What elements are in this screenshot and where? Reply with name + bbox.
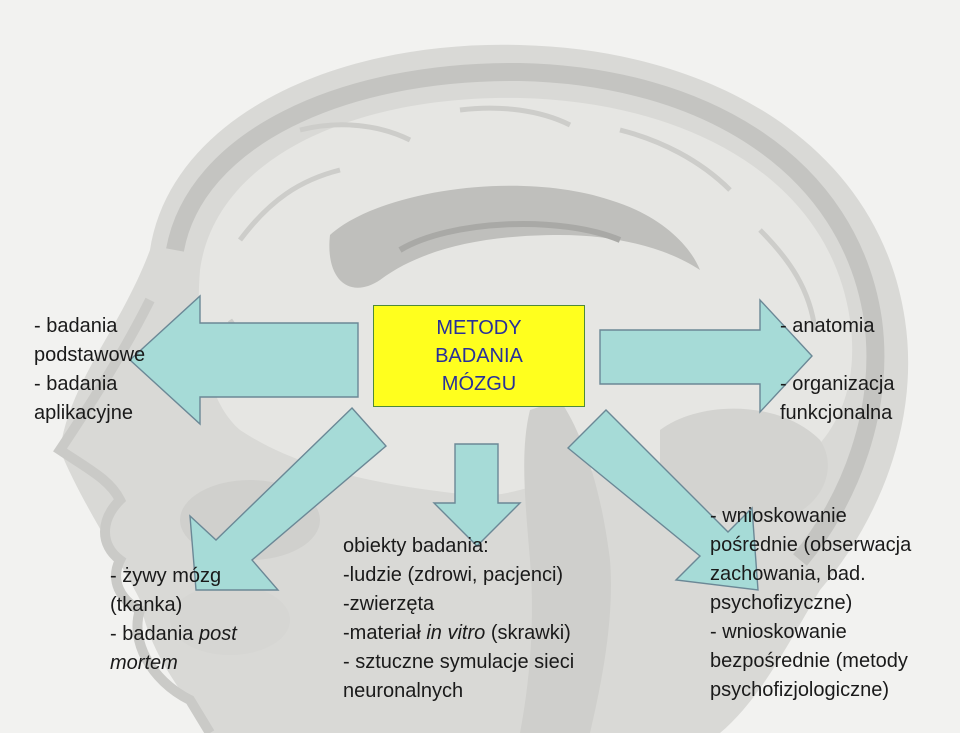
left-top-line-4: aplikacyjne <box>34 402 133 424</box>
right-top-line-1: - anatomia <box>780 315 875 337</box>
bottom-left-line-3: - badania post <box>110 620 237 649</box>
bottom-left-line-4: mortem <box>110 652 178 674</box>
bottom-right-line-2: pośrednie (obserwacja <box>710 534 912 556</box>
bottom-center-line-3: -zwierzęta <box>343 593 435 615</box>
bottom-center-line-4: -materiał in vitro (skrawki) <box>343 619 574 648</box>
left-top-line-3: - badania <box>34 373 118 395</box>
bottom-center-line-5: - sztuczne symulacje sieci <box>343 651 575 673</box>
bottom-left-text: - żywy mózg (tkanka) - badania post mort… <box>110 562 237 678</box>
bottom-left-line-3-prefix: - badania <box>110 623 199 645</box>
bottom-right-line-7: psychofizjologiczne) <box>710 679 889 701</box>
center-title-line-2: BADANIA <box>435 345 523 367</box>
bottom-right-text: - wnioskowanie pośrednie (obserwacja zac… <box>710 502 911 705</box>
bottom-left-line-1: - żywy mózg <box>110 565 222 587</box>
bottom-center-line-4-prefix: -materiał <box>343 622 427 644</box>
bottom-center-line-4-suffix: (skrawki) <box>485 622 571 644</box>
bottom-center-line-2: -ludzie (zdrowi, pacjenci) <box>343 564 564 586</box>
bottom-left-line-3-italic: post <box>198 623 237 645</box>
left-top-text: - badania podstawowe - badania aplikacyj… <box>34 312 145 428</box>
bottom-right-line-1: - wnioskowanie <box>710 505 847 527</box>
right-top-text: - anatomia - organizacja funkcjonalna <box>780 312 895 428</box>
bottom-center-line-6: neuronalnych <box>343 680 464 702</box>
left-top-line-2: podstawowe <box>34 344 146 366</box>
right-top-line-2: - organizacja <box>780 373 895 395</box>
bottom-center-line-4-italic: in vitro <box>426 622 486 644</box>
bottom-right-line-4: psychofizyczne) <box>710 592 853 614</box>
center-title-box: METODY BADANIA MÓZGU <box>373 305 585 407</box>
bottom-right-line-5: - wnioskowanie <box>710 621 847 643</box>
right-top-line-3: funkcjonalna <box>780 402 893 424</box>
center-title-line-3: MÓZGU <box>441 373 517 395</box>
bottom-left-line-2: (tkanka) <box>110 594 183 616</box>
bottom-right-line-3: zachowania, bad. <box>710 563 866 585</box>
bottom-center-line-1: obiekty badania: <box>343 535 489 557</box>
bottom-right-line-6: bezpośrednie (metody <box>710 650 908 672</box>
bottom-center-text: obiekty badania: -ludzie (zdrowi, pacjen… <box>343 532 574 706</box>
left-top-line-1: - badania <box>34 315 118 337</box>
center-title-line-1: METODY <box>436 317 522 339</box>
